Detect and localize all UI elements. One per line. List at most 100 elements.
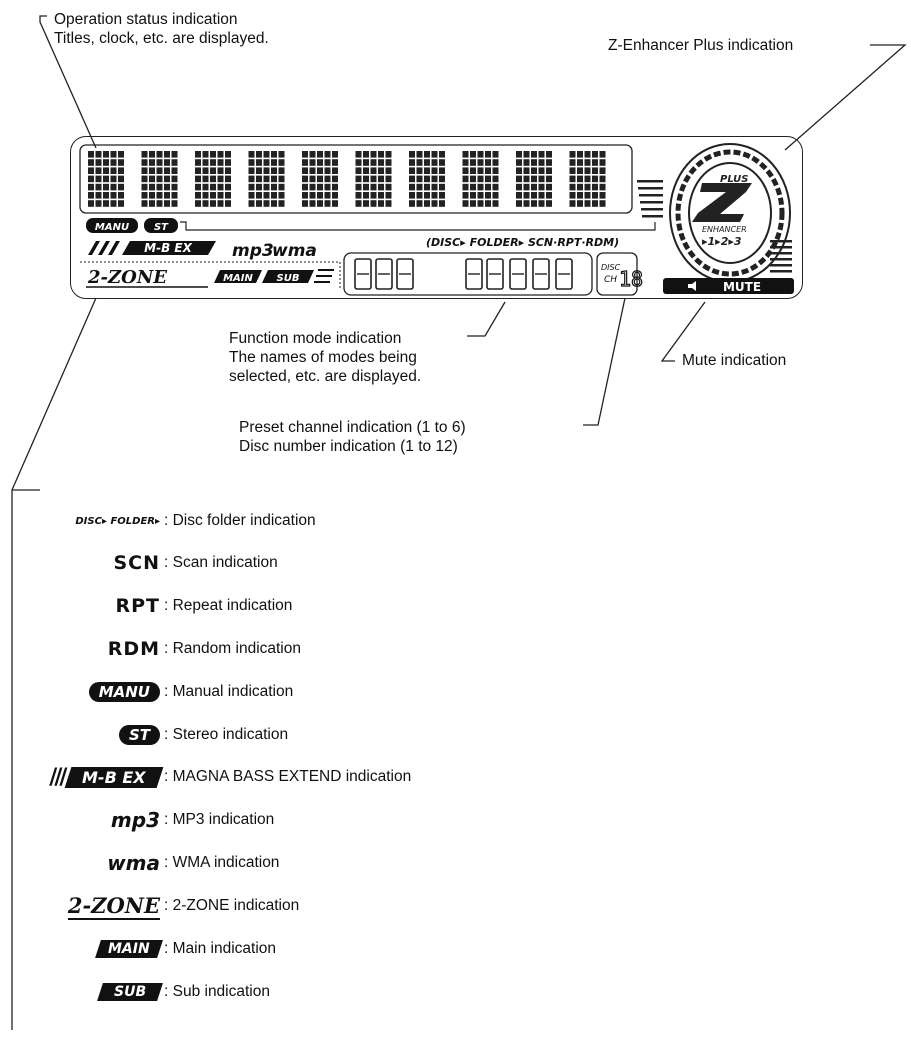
legend-row-rpt: RPT : Repeat indication bbox=[0, 591, 600, 621]
matrix-dot bbox=[523, 200, 530, 207]
matrix-dot bbox=[332, 183, 338, 191]
matrix-dot bbox=[317, 175, 323, 183]
matrix-dot bbox=[278, 183, 285, 191]
matrix-dot bbox=[141, 200, 148, 207]
matrix-dot bbox=[592, 175, 598, 183]
matrix-dot bbox=[462, 192, 469, 199]
matrix-dot bbox=[141, 183, 148, 191]
matrix-dot bbox=[523, 192, 530, 199]
legend-description: : WMA indication bbox=[164, 854, 280, 871]
matrix-dot bbox=[439, 159, 445, 166]
matrix-dot bbox=[355, 151, 362, 158]
mute-indicator: MUTE bbox=[723, 280, 761, 294]
matrix-dot bbox=[355, 183, 362, 191]
matrix-dot bbox=[95, 159, 102, 166]
level-bar bbox=[770, 258, 792, 261]
matrix-dot bbox=[278, 175, 285, 183]
function-mode-annotation: Function mode indication The names of mo… bbox=[229, 329, 421, 386]
matrix-dot bbox=[95, 200, 102, 207]
two-zone-indicator: 2-ZONE bbox=[87, 267, 167, 288]
matrix-dot bbox=[462, 151, 469, 158]
matrix-dot bbox=[477, 159, 484, 166]
matrix-dot bbox=[492, 200, 499, 207]
matrix-dot bbox=[271, 192, 277, 199]
matrix-dot bbox=[171, 200, 178, 207]
matrix-dot bbox=[141, 175, 148, 183]
matrix-dot bbox=[577, 192, 583, 199]
legend-row-wma: wma : WMA indication bbox=[0, 848, 600, 878]
matrix-dot bbox=[439, 200, 445, 207]
manu-indicator: MANU bbox=[95, 222, 129, 233]
matrix-dot bbox=[309, 151, 316, 158]
matrix-dot bbox=[110, 192, 117, 199]
matrix-dot bbox=[599, 159, 606, 166]
legend-description: : Main indication bbox=[164, 940, 277, 957]
matrix-dot bbox=[103, 192, 109, 199]
matrix-dot bbox=[538, 159, 545, 166]
matrix-dot bbox=[171, 151, 178, 158]
level-bar bbox=[770, 246, 792, 249]
level-bar bbox=[640, 201, 663, 204]
legend-row-mbex: /// M-B EX : MAGNA BASS EXTEND indicatio… bbox=[0, 762, 700, 792]
matrix-dot bbox=[431, 192, 438, 199]
matrix-dot bbox=[592, 192, 598, 199]
matrix-dot bbox=[409, 151, 415, 158]
matrix-dot bbox=[156, 151, 163, 158]
matrix-dot bbox=[385, 167, 392, 174]
matrix-dot bbox=[103, 175, 109, 183]
legend-description: : 2-ZONE indication bbox=[164, 897, 300, 914]
matrix-dot bbox=[385, 200, 392, 207]
matrix-dot bbox=[95, 167, 102, 174]
matrix-dot bbox=[263, 167, 270, 174]
matrix-dot bbox=[409, 200, 415, 207]
matrix-dot bbox=[431, 151, 438, 158]
legend-row-manu: MANU : Manual indication bbox=[0, 677, 600, 707]
matrix-dot bbox=[210, 167, 216, 174]
matrix-dot bbox=[538, 200, 545, 207]
matrix-dot bbox=[370, 175, 377, 183]
matrix-dot bbox=[149, 151, 155, 158]
matrix-dot bbox=[195, 167, 201, 174]
matrix-dot bbox=[278, 200, 285, 207]
matrix-dot bbox=[324, 175, 331, 183]
matrix-dot bbox=[332, 175, 338, 183]
matrix-dot bbox=[225, 183, 231, 191]
matrix-dot bbox=[309, 183, 316, 191]
matrix-dot bbox=[477, 167, 484, 174]
matrix-dot bbox=[195, 183, 201, 191]
matrix-dot bbox=[271, 159, 277, 166]
matrix-dot bbox=[202, 151, 209, 158]
matrix-dot bbox=[492, 192, 499, 199]
mp3-indicator: mp3 bbox=[232, 241, 274, 261]
legend-row-sub: SUB : Sub indication bbox=[0, 977, 600, 1007]
matrix-dot bbox=[546, 175, 552, 183]
matrix-dot bbox=[263, 183, 270, 191]
matrix-dot bbox=[538, 183, 545, 191]
matrix-dot bbox=[523, 167, 530, 174]
level-bar bbox=[770, 252, 792, 255]
matrix-dot bbox=[385, 151, 392, 158]
legend-description: : Manual indication bbox=[164, 683, 294, 700]
matrix-dot bbox=[118, 151, 124, 158]
matrix-dot bbox=[278, 167, 285, 174]
matrix-dot bbox=[248, 167, 255, 174]
matrix-dot bbox=[424, 192, 430, 199]
matrix-dot bbox=[477, 183, 484, 191]
matrix-dot bbox=[302, 183, 308, 191]
matrix-dot bbox=[577, 183, 583, 191]
matrix-dot bbox=[577, 200, 583, 207]
matrix-dot bbox=[439, 167, 445, 174]
matrix-dot bbox=[569, 167, 576, 174]
level-bar bbox=[638, 187, 663, 190]
matrix-dot bbox=[202, 175, 209, 183]
matrix-dot bbox=[217, 192, 224, 199]
matrix-dot bbox=[470, 200, 476, 207]
function-mode-title: Function mode indication bbox=[229, 330, 402, 347]
legend-symbol: mp3 bbox=[110, 808, 160, 832]
matrix-dot bbox=[592, 167, 598, 174]
legend-symbol: MAIN bbox=[108, 941, 150, 957]
matrix-dot bbox=[88, 175, 94, 183]
matrix-dot bbox=[118, 167, 124, 174]
matrix-dot bbox=[225, 175, 231, 183]
legend-row-mp3: mp3 : MP3 indication bbox=[0, 805, 600, 835]
